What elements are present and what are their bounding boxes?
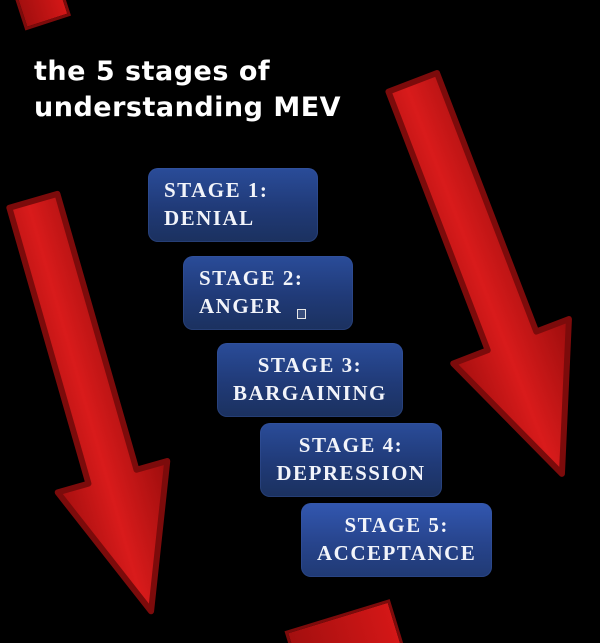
red-down-arrow-left	[0, 179, 211, 635]
stage-label: ANGER	[199, 294, 283, 319]
title-line-2: understanding MEV	[34, 91, 342, 123]
arrow-fragment-top	[12, 0, 72, 31]
stage-box-acceptance: STAGE 5: ACCEPTANCE	[301, 503, 493, 577]
title-line-1: the 5 stages of	[34, 56, 271, 87]
stage-label: DENIAL	[164, 206, 255, 231]
stage-number: STAGE 2:	[199, 266, 304, 290]
stage-number: STAGE 3:	[257, 353, 363, 377]
stage-number: STAGE 1:	[164, 178, 269, 202]
small-square-artifact	[297, 309, 306, 319]
stage-box-anger: STAGE 2: ANGER	[183, 256, 353, 330]
stage-label: DEPRESSION	[276, 461, 426, 486]
stage-box-denial: STAGE 1: DENIAL	[148, 168, 318, 242]
stage-label: ACCEPTANCE	[317, 541, 477, 566]
stage-number: STAGE 4:	[298, 433, 404, 457]
page-title: the 5 stages of understanding MEV	[34, 54, 341, 125]
stage-box-bargaining: STAGE 3: BARGAINING	[217, 343, 403, 417]
stage-number: STAGE 5:	[344, 513, 449, 537]
stage-box-depression: STAGE 4: DEPRESSION	[260, 423, 442, 497]
arrow-fragment-bottom	[284, 599, 406, 643]
stage-label: BARGAINING	[233, 381, 387, 406]
